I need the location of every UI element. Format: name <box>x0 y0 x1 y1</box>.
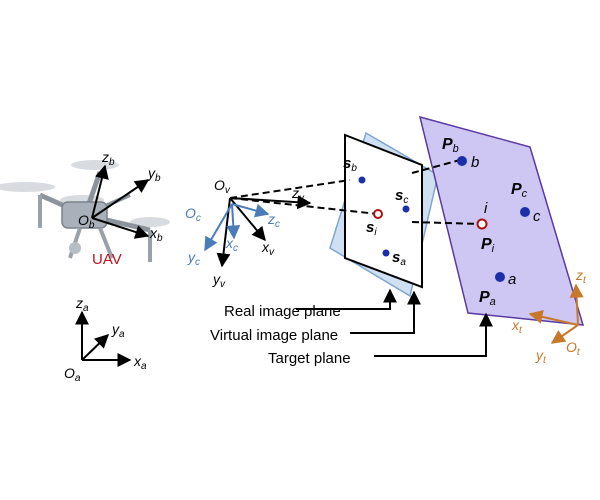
zc-axis-arrow <box>231 203 270 218</box>
projection-lines <box>229 159 483 225</box>
world-frame <box>75 310 132 367</box>
plane-label-leaders <box>296 288 493 357</box>
zt-label: zt <box>575 267 587 286</box>
yc-label: yc <box>187 249 200 268</box>
c-point-name: c <box>533 208 541 225</box>
real-camera-frame <box>204 203 270 252</box>
sa-label: sa <box>392 249 406 268</box>
oa-label: Oa <box>64 365 81 384</box>
uav-body <box>61 201 108 229</box>
xa-label: xa <box>133 353 147 372</box>
yb-axis-arrow <box>91 179 150 219</box>
xb-axis-arrow <box>91 217 150 239</box>
image-point-si <box>373 209 383 219</box>
pi-label: Pi <box>481 236 495 255</box>
zv-axis-arrow <box>229 195 312 210</box>
propeller-1 <box>0 182 55 192</box>
ov-label: Ov <box>214 177 231 196</box>
zt-axis-arrow <box>569 283 584 326</box>
target-plane <box>418 115 585 326</box>
si-label: si <box>366 219 377 238</box>
real-plane-leader <box>296 288 397 310</box>
zv-label: zv <box>291 185 305 204</box>
image-point-sc <box>402 205 410 213</box>
sc-label: sc <box>395 187 408 206</box>
image-point-sb <box>358 176 366 184</box>
za-label: za <box>75 295 89 314</box>
target-point-c <box>520 207 530 217</box>
a-point-name: a <box>508 271 516 288</box>
xc-axis-arrow <box>226 203 241 240</box>
ya-label: ya <box>111 321 125 340</box>
i-point-name: i <box>484 200 488 217</box>
target-plane-leader <box>374 312 493 357</box>
pb-label: Pb <box>442 136 459 155</box>
uav-illustration <box>0 160 170 262</box>
pc-label: Pc <box>511 181 528 200</box>
ob-label: Ob <box>78 212 95 231</box>
zc-label: zc <box>267 211 280 230</box>
pa-label: Pa <box>479 289 496 308</box>
xv-label: xv <box>261 239 275 258</box>
propeller-4 <box>130 217 170 227</box>
yt-axis-arrow <box>550 324 579 344</box>
target-frame <box>528 283 584 344</box>
image-point-sa <box>382 249 390 257</box>
b-point-name: b <box>471 154 479 171</box>
virtual-plane-leader <box>350 290 421 334</box>
target-point-a <box>495 272 505 282</box>
target-plane-label: Target plane <box>268 350 351 367</box>
virtual-image-plane-label: Virtual image plane <box>210 327 338 344</box>
target-point-i <box>476 218 488 230</box>
real-image-plane <box>344 133 423 289</box>
virtual-camera-frame <box>216 195 312 268</box>
oc-label: Oc <box>185 205 201 224</box>
ot-label: Ot <box>566 339 581 358</box>
zb-axis-arrow <box>91 164 109 219</box>
yv-label: yv <box>212 271 226 290</box>
yc-axis-arrow <box>204 203 233 252</box>
ya-axis-arrow <box>81 334 110 361</box>
xt-axis-arrow <box>528 309 579 326</box>
uav-body-frame <box>91 164 150 239</box>
yt-label: yt <box>535 347 547 366</box>
xc-label: xc <box>225 235 238 254</box>
sb-label: sb <box>343 155 357 174</box>
target-point-b <box>457 156 467 166</box>
uav-label: UAV <box>92 251 122 268</box>
xt-label: xt <box>511 317 523 336</box>
zb-label: zb <box>101 149 115 168</box>
yb-label: yb <box>147 165 161 184</box>
real-image-plane-label: Real image plane <box>224 303 341 320</box>
xb-label: xb <box>149 225 163 244</box>
